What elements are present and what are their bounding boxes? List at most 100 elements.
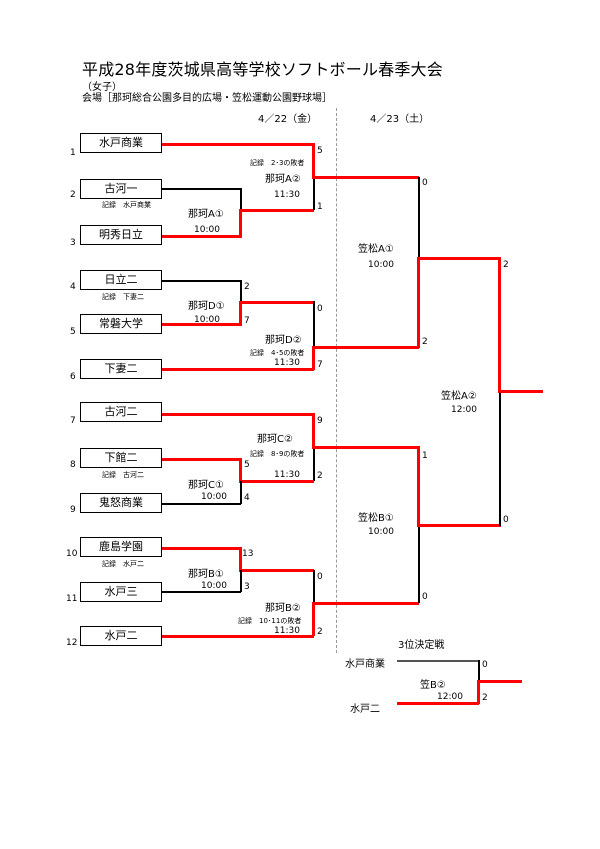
bracket-line	[162, 323, 242, 326]
team-box: 古河二	[80, 402, 162, 422]
team-box: 下館二	[80, 448, 162, 468]
score: 0	[317, 572, 323, 582]
match-time: 11:30	[274, 358, 300, 368]
match-venue: 那珂C①	[188, 480, 224, 491]
score: 3	[244, 582, 250, 592]
match-venue: 那珂D①	[188, 301, 225, 312]
match-venue: 那珂D②	[265, 335, 302, 346]
division-label: （女子）	[82, 82, 122, 93]
record-note: 記録 下妻二	[102, 293, 144, 301]
bracket-line	[162, 413, 314, 416]
seed-number: 4	[70, 282, 76, 292]
score: 2	[244, 282, 250, 292]
match-time: 12:00	[451, 405, 477, 415]
third-place-winner-line	[477, 680, 522, 683]
seed-number: 7	[70, 416, 76, 426]
bracket-line	[239, 301, 314, 304]
seed-number: 2	[70, 190, 76, 200]
bracket-line	[162, 635, 314, 638]
bracket-line	[478, 660, 480, 682]
match-venue: 那珂A②	[265, 174, 301, 185]
team-box: 古河一	[80, 179, 162, 199]
score: 5	[244, 460, 250, 470]
bracket-line	[312, 346, 419, 349]
score: 13	[242, 549, 254, 559]
team-box: 常磐大学	[80, 314, 162, 334]
seed-number: 12	[66, 638, 78, 648]
third-place-team-top: 水戸商業	[345, 659, 385, 670]
match-time: 11:30	[274, 626, 300, 636]
team-box: 鬼怒商業	[80, 493, 162, 513]
bracket-line	[239, 458, 242, 483]
match-venue: 笠松B①	[358, 513, 394, 524]
score: 7	[244, 316, 250, 326]
match-time: 11:30	[274, 470, 300, 480]
match-venue: 笠松A①	[358, 244, 394, 255]
bracket-line	[418, 524, 420, 603]
bracket-line	[312, 143, 315, 178]
bracket-line	[162, 280, 241, 282]
date-day2: 4／23（土）	[370, 114, 430, 125]
bracket-line	[312, 602, 419, 605]
bracket-line	[239, 547, 242, 572]
third-place-title: 3位決定戦	[398, 640, 445, 651]
bracket-line	[313, 447, 315, 481]
match-time: 10:00	[368, 260, 394, 270]
match-time: 10:00	[368, 527, 394, 537]
bracket-line	[239, 480, 314, 483]
bracket-line	[418, 177, 420, 259]
bracket-line	[162, 235, 242, 238]
score: 0	[482, 660, 488, 670]
match-venue: 那珂B①	[188, 569, 224, 580]
day-divider	[336, 108, 337, 653]
bracket-line	[162, 368, 314, 371]
team-box: 水戸二	[80, 626, 162, 646]
bracket-line	[239, 569, 314, 572]
bracket-line	[162, 503, 241, 505]
bracket-line	[162, 547, 242, 550]
bracket-line	[312, 446, 419, 449]
score: 9	[317, 416, 323, 426]
match-time: 11:30	[274, 190, 300, 200]
record-note: 記録 8･9の敗者	[250, 450, 305, 458]
score: 0	[503, 515, 509, 525]
match-time: 10:00	[201, 492, 227, 502]
match-time: 10:00	[194, 225, 220, 235]
bracket-line	[240, 280, 242, 303]
bracket-line	[240, 570, 242, 592]
bracket-line	[417, 257, 501, 260]
match-time: 12:00	[437, 692, 463, 702]
seed-number: 1	[70, 148, 76, 158]
score: 0	[422, 178, 428, 188]
record-note: 記録 古河二	[102, 471, 144, 479]
score: 0	[422, 592, 428, 602]
third-place-team-bottom: 水戸二	[350, 704, 380, 715]
match-venue: 笠B②	[420, 680, 446, 691]
bracket-line	[417, 257, 420, 348]
record-note: 記録 2･3の敗者	[250, 159, 305, 167]
bracket-line	[417, 524, 501, 527]
bracket-line	[239, 209, 314, 212]
bracket-line	[162, 143, 314, 146]
score: 0	[317, 304, 323, 314]
bracket-line	[312, 176, 419, 179]
score: 2	[503, 260, 509, 270]
seed-number: 6	[70, 372, 76, 382]
venue-label: 会場［那珂総合公園多目的広場・笠松運動公園野球場］	[82, 93, 332, 104]
match-venue: 那珂C②	[257, 434, 293, 445]
bracket-line	[417, 446, 420, 526]
bracket-line	[313, 301, 315, 347]
score: 2	[317, 471, 323, 481]
team-box: 水戸商業	[80, 133, 162, 153]
score: 2	[482, 693, 488, 703]
bracket-line	[240, 481, 242, 504]
bracket-line	[239, 301, 242, 325]
bracket-line	[499, 390, 501, 526]
score: 5	[317, 146, 323, 156]
bracket-line	[312, 346, 315, 370]
record-note: 記録 水戸商業	[102, 201, 151, 209]
bracket-line	[162, 591, 241, 593]
score: 1	[317, 202, 323, 212]
seed-number: 5	[70, 327, 76, 337]
bracket-line	[312, 602, 315, 636]
